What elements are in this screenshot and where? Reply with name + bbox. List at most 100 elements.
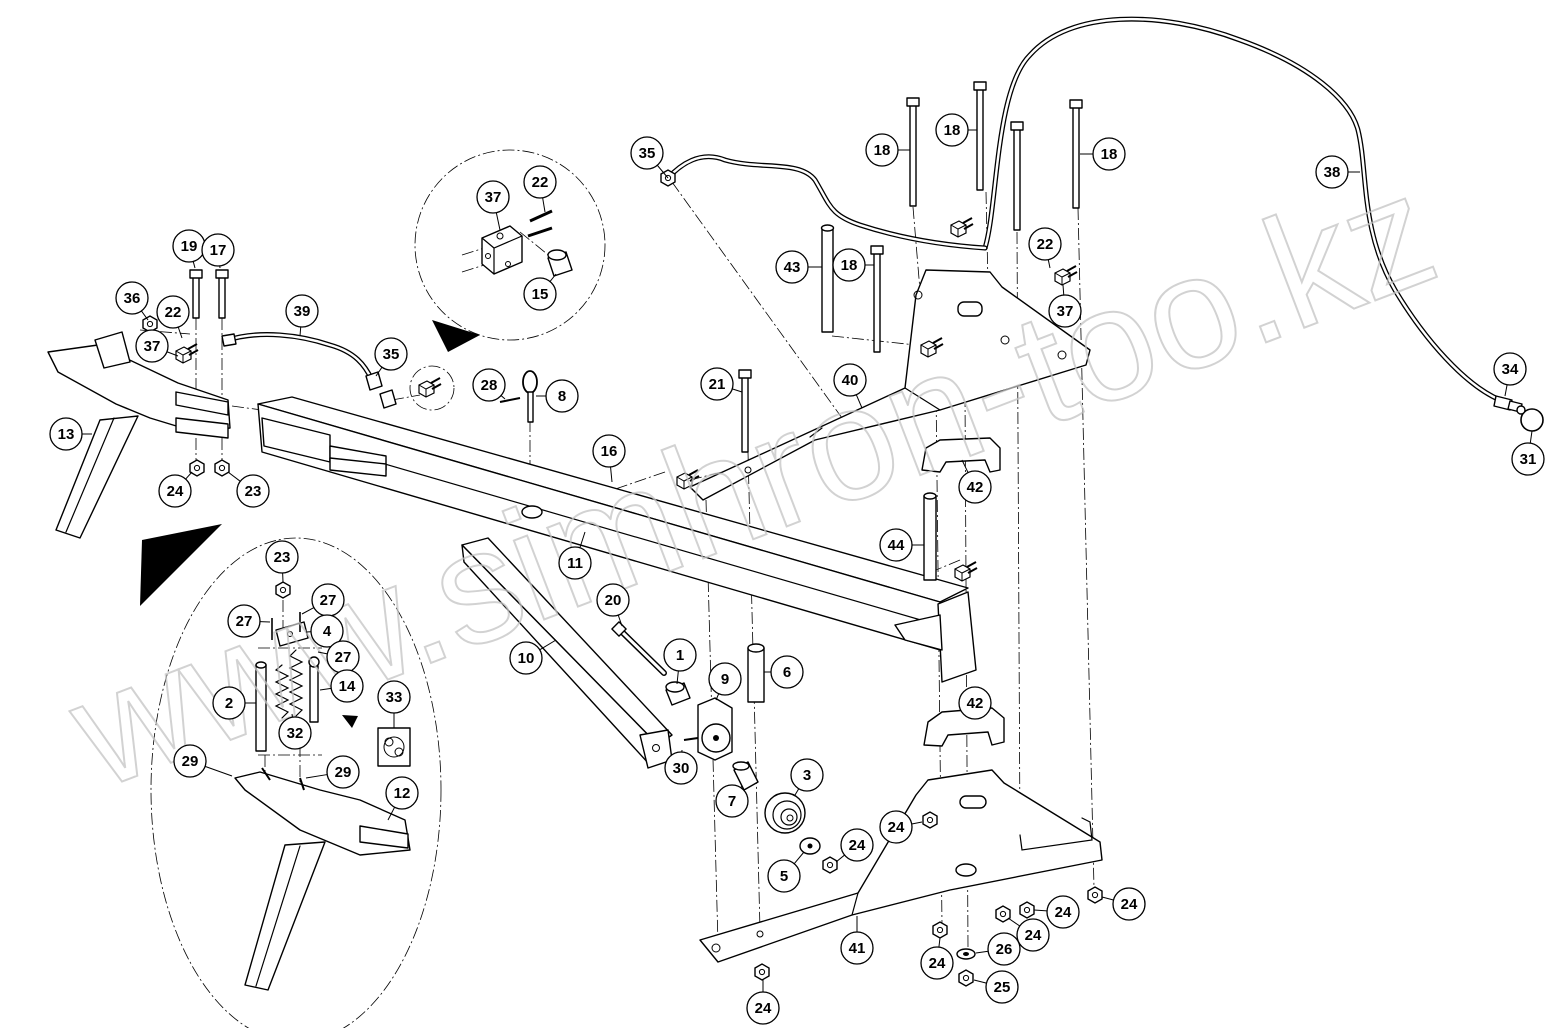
- callout-circle: [596, 583, 630, 617]
- hose-39-shape: [225, 332, 375, 383]
- bolts-18: [870, 81, 1083, 353]
- bracket-42-lower-shape: [923, 707, 1005, 747]
- callout-circle: [310, 614, 344, 648]
- leader-line: [301, 607, 315, 615]
- cotter-28-shape: [499, 397, 521, 403]
- leader-line: [299, 326, 302, 337]
- part-callout: 18: [935, 113, 969, 147]
- spring-3-shape: [764, 792, 806, 834]
- leader-line: [835, 854, 845, 863]
- callout-number: 33: [386, 689, 403, 706]
- bolts-17-19-shape: [189, 269, 203, 279]
- leader-line: [204, 765, 233, 777]
- lower-plate-41-shape: [699, 769, 1103, 963]
- nuts-shape: [1019, 901, 1035, 919]
- center-lines-shape: [231, 405, 263, 411]
- assembly-9-shape: [713, 735, 719, 741]
- bolts-17-19: [189, 269, 229, 319]
- leader-lines: [82, 129, 1533, 992]
- part-callout: 10: [509, 641, 543, 675]
- bolts-18-shape: [870, 245, 884, 255]
- callout-circle: [832, 248, 866, 282]
- lower-plate-41-shape: [756, 930, 764, 938]
- leader-line: [715, 693, 720, 701]
- callout-number: 14: [339, 678, 356, 695]
- callout-number: 22: [532, 174, 549, 191]
- callout-number: 21: [709, 376, 726, 393]
- leader-line: [500, 395, 506, 400]
- detail-sleeve-15-shape: [547, 249, 567, 261]
- callout-circle: [935, 113, 969, 147]
- part-callout: 44: [879, 528, 913, 562]
- part-callout: 24: [1016, 918, 1050, 952]
- part-callout: 27: [326, 640, 360, 674]
- callout-number: 24: [755, 1000, 772, 1017]
- part-callout: 24: [158, 474, 192, 508]
- callout-number: 35: [639, 145, 656, 162]
- detail-foot-12: [234, 771, 411, 991]
- part-callout: 24: [840, 828, 874, 862]
- hose-39-shape: [226, 333, 374, 382]
- part-callout: 38: [1315, 155, 1349, 189]
- detail-pins-29-shape: [261, 767, 271, 781]
- nuts-shape: [754, 963, 770, 981]
- callout-number: 13: [58, 426, 75, 443]
- part-callout: 27: [227, 604, 261, 638]
- callout-circle: [879, 528, 913, 562]
- callout-circle: [746, 991, 780, 1025]
- part-callout: 27: [311, 583, 345, 617]
- callout-circle: [558, 546, 592, 580]
- pin-43-shape: [820, 224, 835, 232]
- callout-circle: [212, 686, 246, 720]
- callout-number: 24: [888, 819, 905, 836]
- sleeve-1-shape: [665, 681, 685, 693]
- callout-circle: [985, 970, 1019, 1004]
- callout-number: 2: [225, 695, 233, 712]
- part-callout: 18: [1092, 137, 1126, 171]
- detail-pins-29: [261, 767, 305, 791]
- hose-39-shape: [365, 371, 383, 391]
- detail-ellipse-bottom: [150, 537, 442, 1028]
- callout-number: 26: [996, 941, 1013, 958]
- callout-number: 5: [780, 868, 788, 885]
- callout-number: 16: [601, 443, 618, 460]
- callout-number: 18: [944, 122, 961, 139]
- part-callout: 26: [987, 932, 1021, 966]
- part-callout: 40: [833, 363, 867, 397]
- upper-plate-40-shape: [689, 269, 1091, 501]
- callout-circle: [767, 859, 801, 893]
- detail-foot-12-shape: [255, 845, 301, 987]
- upper-plate-40-shape: [809, 427, 823, 438]
- part-callout: 5: [767, 859, 801, 893]
- part-callout: 35: [374, 337, 408, 371]
- leader-line: [495, 212, 501, 231]
- leader-line: [610, 466, 613, 483]
- detail-springs-32: [274, 649, 304, 719]
- cotter-28: [499, 397, 521, 403]
- leader-line: [192, 261, 196, 269]
- part-callout: 39: [285, 294, 319, 328]
- bolts-17-19-shape: [192, 275, 200, 319]
- callout-number: 11: [567, 555, 583, 572]
- callout-circle: [265, 540, 299, 574]
- view-arrow-top: [432, 320, 480, 352]
- bolts-18-shape: [1010, 121, 1024, 131]
- callout-number: 10: [518, 650, 535, 667]
- detail-block-37: [481, 225, 523, 275]
- detail-gasket-33-shape: [394, 747, 404, 757]
- callout-number: 22: [1037, 236, 1054, 253]
- pin-8-shape: [527, 391, 534, 423]
- part-callout: 18: [832, 248, 866, 282]
- part-callout: 28: [472, 368, 506, 402]
- leader-line: [1033, 909, 1048, 912]
- part-callout: 24: [1046, 895, 1080, 929]
- part-callout: 25: [985, 970, 1019, 1004]
- callout-circle: [278, 716, 312, 750]
- detail-pins-29-shape: [299, 777, 305, 791]
- callout-circle: [326, 755, 360, 789]
- part-callout: 2: [212, 686, 246, 720]
- callout-circle: [236, 474, 270, 508]
- callout-circle: [523, 165, 557, 199]
- part-callout: 24: [746, 991, 780, 1025]
- part-callout: 42: [958, 686, 992, 720]
